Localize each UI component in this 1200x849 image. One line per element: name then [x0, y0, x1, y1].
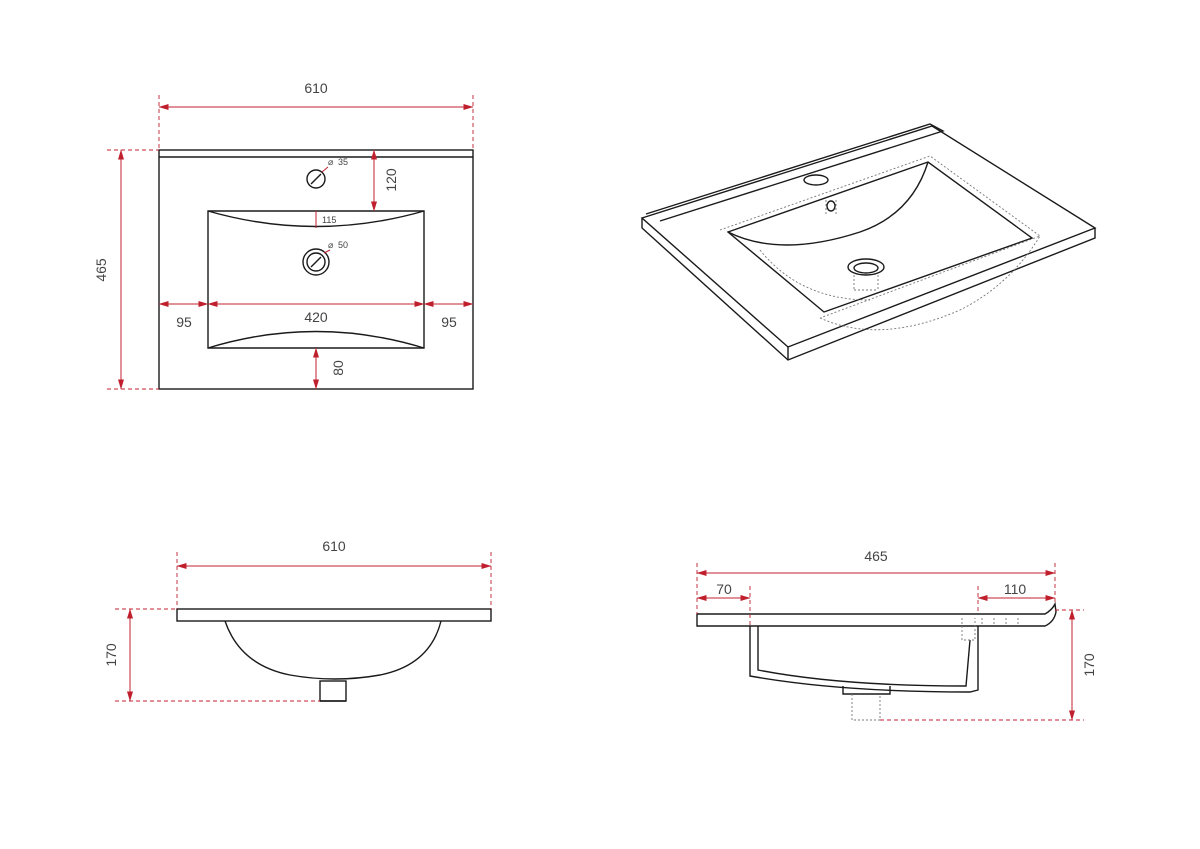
faucet-hole-icon [306, 169, 326, 189]
side-right-dim: 95 [441, 314, 457, 330]
top-depth-dim: 465 [93, 258, 109, 282]
iso-faucet-hole-icon [803, 174, 829, 186]
front-offset-dim: 70 [716, 581, 732, 597]
side-bowl [749, 626, 979, 693]
iso-bowl-rim [726, 161, 1034, 313]
side-height-dim: 170 [1081, 653, 1097, 677]
side-left-dim: 95 [176, 314, 192, 330]
side-view: 465 70 110 170 [696, 548, 1097, 721]
bowl-depth-small-dim: 115 [322, 215, 336, 225]
isometric-view [640, 123, 1097, 361]
svg-text:⌀: ⌀ [328, 240, 334, 250]
front-bowl [224, 620, 442, 680]
iso-back-lip [645, 123, 945, 222]
front-width-dim: 610 [322, 538, 346, 554]
front-view: 610 170 [103, 538, 492, 702]
top-view: 610 465 120 115 ⌀ 35 ⌀ 50 95 420 95 80 [93, 80, 474, 390]
top-bowl-outline [207, 210, 425, 349]
iso-bowl-back-curve [727, 161, 929, 246]
side-drain [842, 686, 891, 695]
iso-drain-icon [847, 258, 885, 276]
back-offset-dim: 110 [1004, 581, 1027, 597]
side-slab [696, 601, 1057, 627]
svg-text:⌀: ⌀ [328, 157, 334, 167]
front-slab [176, 608, 492, 622]
top-width-dim: 610 [304, 80, 328, 96]
side-depth-dim: 465 [864, 548, 888, 564]
drain-hole-dim: 50 [338, 240, 348, 250]
drain-hole-icon [302, 248, 330, 276]
front-drain-pipe [319, 680, 347, 702]
faucet-hole-dim: 35 [338, 157, 348, 167]
iso-top-surface [640, 125, 1097, 348]
faucet-offset-dim: 120 [383, 168, 399, 192]
front-height-dim: 170 [103, 643, 119, 667]
top-bowl-front-curve [207, 330, 425, 349]
bowl-width-dim: 420 [304, 309, 328, 325]
front-margin-dim: 80 [330, 360, 346, 376]
